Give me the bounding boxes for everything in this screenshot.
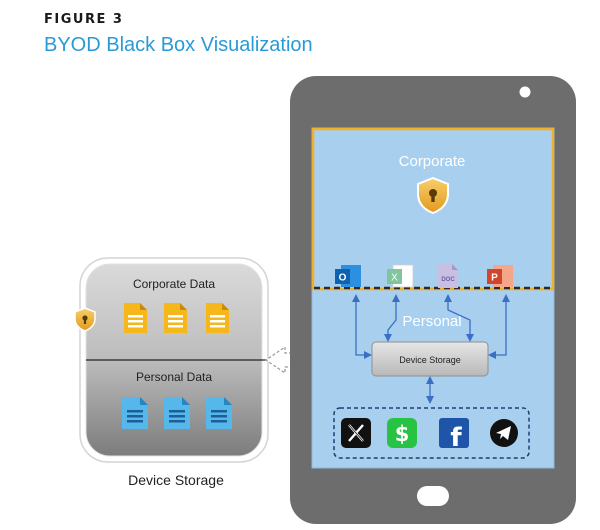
powerpoint-icon: P: [487, 265, 513, 287]
corporate-label: Corporate: [399, 153, 466, 170]
svg-text:DOC: DOC: [441, 277, 455, 283]
personal-doc-icon: [164, 397, 190, 429]
figure-label: FIGURE 3: [44, 12, 124, 27]
cash-app-icon: $: [387, 418, 417, 448]
svg-text:X: X: [391, 273, 398, 284]
svg-text:O: O: [339, 273, 347, 284]
shield-lock-icon: [417, 176, 449, 215]
outlook-icon: O: [335, 265, 361, 287]
svg-text:P: P: [491, 273, 498, 284]
corporate-doc-icon: [206, 303, 229, 333]
figure-title: BYOD Black Box Visualization: [44, 34, 313, 56]
corporate-doc-icon: [164, 303, 187, 333]
device-storage-caption: Device Storage: [128, 472, 224, 488]
telegram-icon: [490, 419, 518, 447]
personal-doc-icon: [206, 397, 232, 429]
corporate-doc-icon: [124, 303, 147, 333]
svg-text:$: $: [395, 422, 410, 446]
phone-device: Corporate O X DOC P Personal Device St: [290, 76, 576, 524]
svg-text:f: f: [450, 423, 462, 453]
personal-label: Personal: [402, 313, 461, 330]
excel-icon: X: [387, 264, 414, 288]
personal-doc-icon: [122, 397, 148, 429]
facebook-icon: f: [439, 418, 469, 453]
x-icon: [341, 418, 371, 448]
document-icon: DOC: [438, 264, 458, 288]
corporate-data-label: Corporate Data: [133, 277, 215, 291]
personal-apps-container: [333, 407, 530, 459]
home-button: [417, 486, 449, 506]
storage-arrows: [352, 294, 510, 404]
personal-data-label: Personal Data: [136, 370, 212, 384]
shield-lock-icon: [74, 307, 96, 332]
device-storage-label: Device Storage: [399, 355, 461, 365]
camera-icon: [519, 86, 531, 98]
